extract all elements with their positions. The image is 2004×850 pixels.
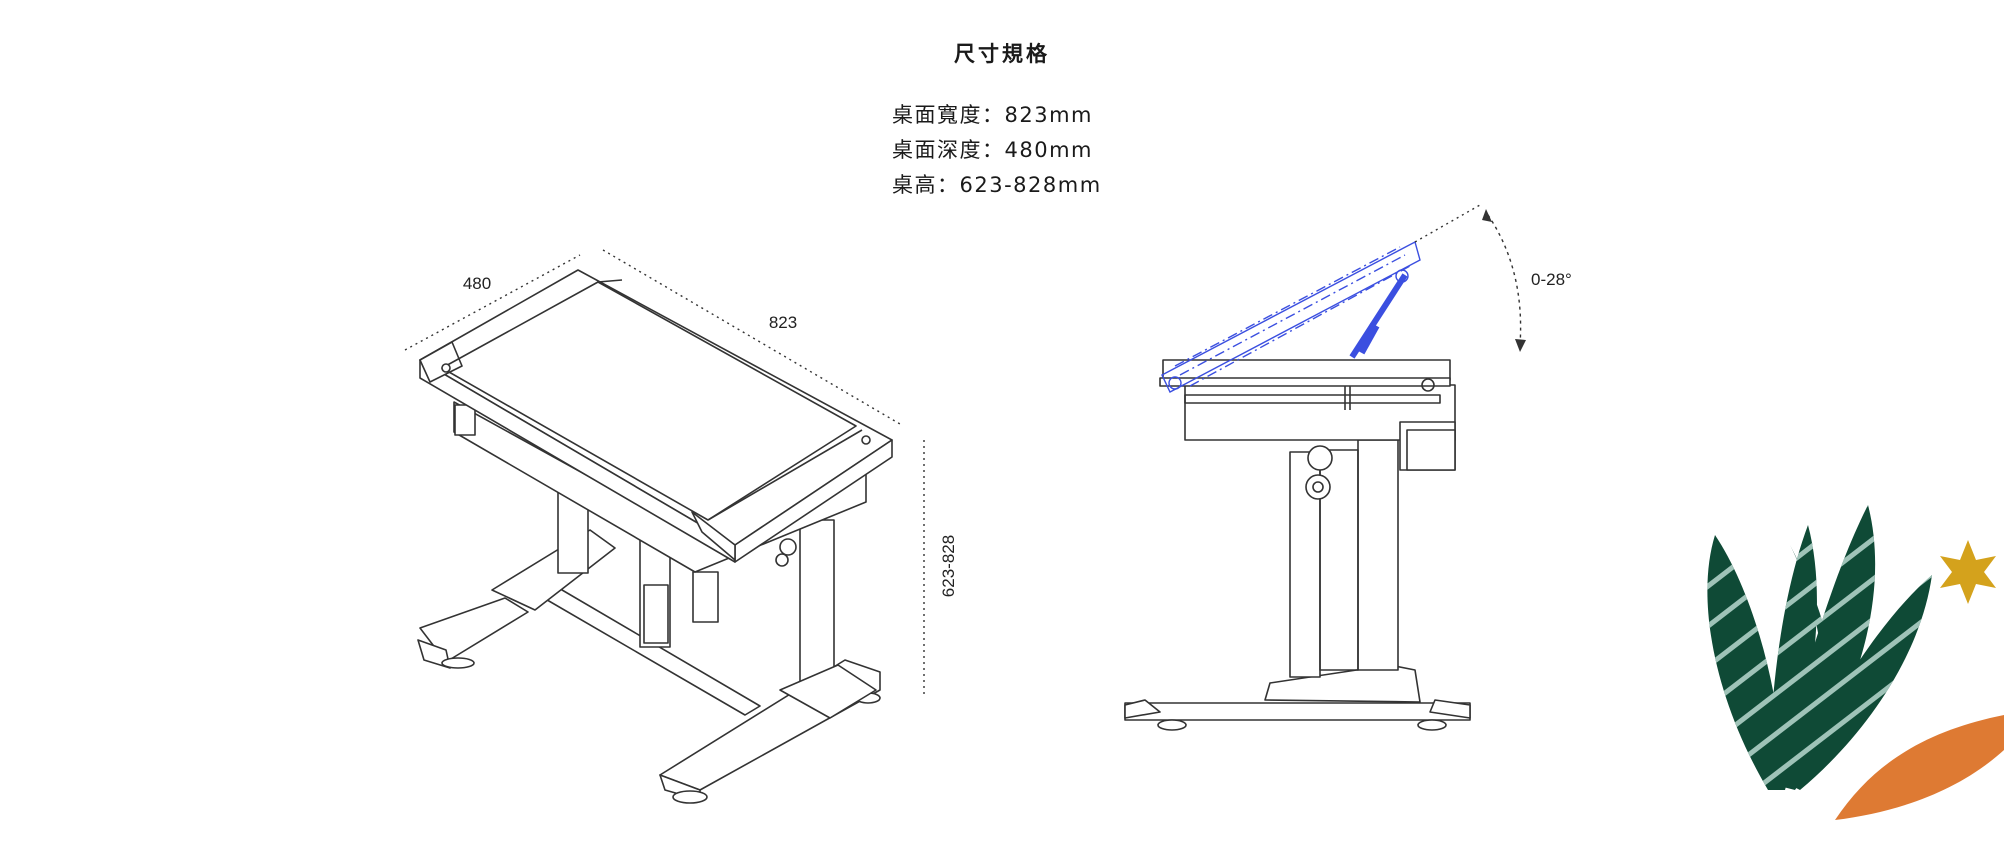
spec-desk-height: 桌高：623-828mm — [892, 173, 1102, 197]
tilt-angle-arc — [1487, 214, 1522, 346]
height-dimension-label: 623-828 — [939, 535, 958, 597]
width-dimension-label: 823 — [769, 313, 797, 332]
decorative-plant-illustration — [1707, 505, 2004, 820]
orange-leaf-icon — [1835, 715, 2004, 820]
depth-dimension-label: 480 — [463, 274, 491, 293]
tilted-top-overlay — [1161, 240, 1421, 393]
isometric-desk-drawing — [404, 249, 925, 804]
spec-desk-depth: 桌面深度：480mm — [892, 138, 1093, 162]
spec-list: 桌面寬度：823mm 桌面深度：480mm 桌高：623-828mm — [0, 98, 2004, 203]
section-title: 尺寸規格 — [954, 42, 1050, 66]
tilt-arrow-top — [1482, 209, 1492, 222]
side-view-desk-drawing — [1124, 359, 1471, 731]
spec-desk-width: 桌面寬度：823mm — [892, 103, 1093, 127]
tilt-angle-label: 0-28° — [1531, 270, 1572, 289]
tilt-arrow-bottom — [1515, 339, 1526, 352]
tilt-reference-line — [1414, 204, 1481, 243]
gold-star-icon — [1940, 540, 1996, 604]
